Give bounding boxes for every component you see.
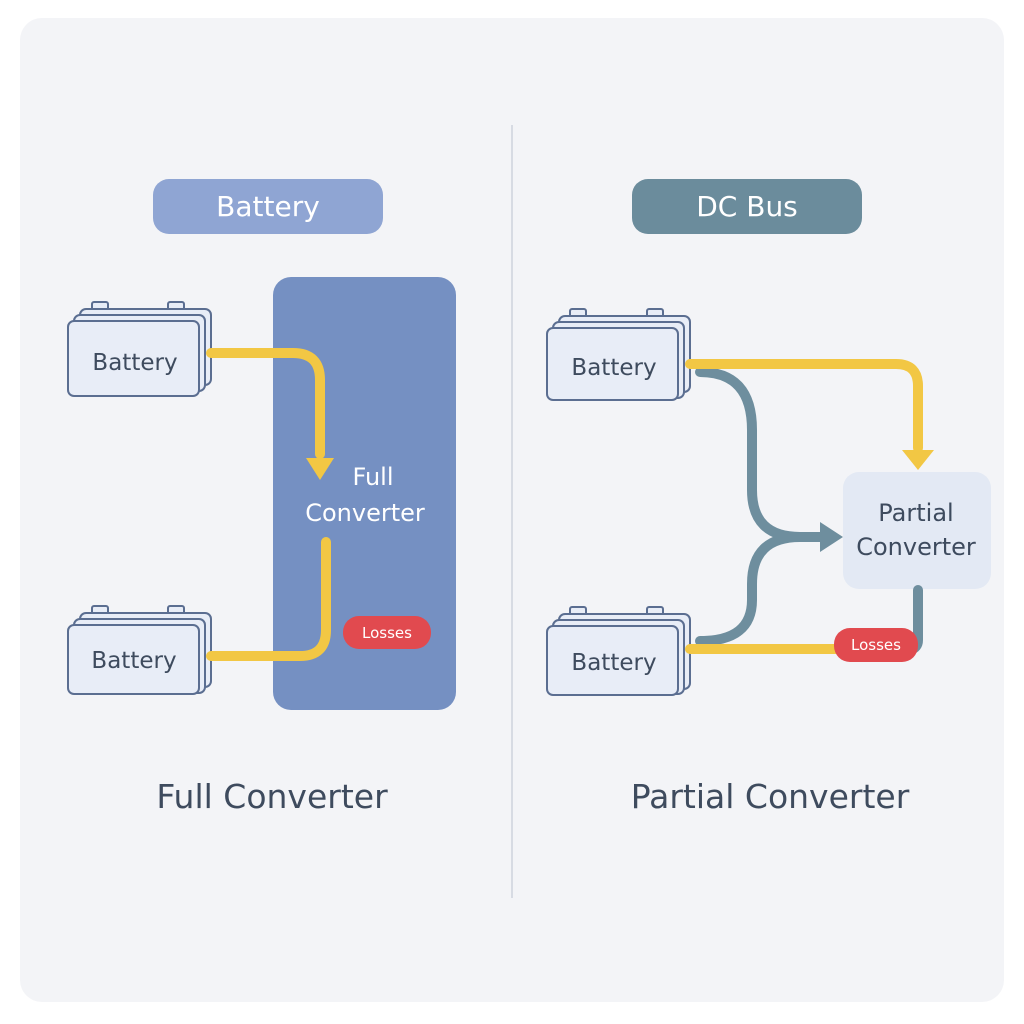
power-flow-arrowhead-left [306,458,334,480]
dc-bus-pill [632,179,862,234]
battery-bottom-label: Battery [91,648,176,674]
partial-converter-box [843,472,991,589]
battery-bottom-right: Battery [546,606,691,696]
battery-top-front-cell [67,320,200,397]
battery-top-left: Battery [67,301,212,397]
battery-top-right-label: Battery [571,355,656,381]
battery-bottom-right-label: Battery [571,650,656,676]
power-flow-top-left [206,348,325,459]
power-flow-arrowhead-right [902,450,934,470]
bypass-flow-bottom [695,532,805,646]
battery-top-label: Battery [92,350,177,376]
bypass-flow-arrowhead [820,522,843,552]
left-panel: Battery Battery Battery Full Converter [67,179,456,816]
full-converter-label-line2: Converter [305,499,425,527]
full-converter-label-line1: Full [352,463,393,491]
power-flow-bottom-left [206,537,331,661]
battery-top-right-front-cell [546,327,679,401]
battery-pill [153,179,383,234]
partial-converter-caption: Partial Converter [631,777,910,816]
battery-bottom-left: Battery [67,605,212,695]
losses-label-right: Losses [851,636,901,654]
dc-bus-pill-label: DC Bus [696,190,798,223]
battery-bottom-right-front-cell [546,625,679,696]
battery-pill-label: Battery [216,190,320,223]
partial-converter-label-line2: Converter [856,533,976,561]
losses-badge-right [834,628,918,662]
full-converter-caption: Full Converter [156,777,388,816]
right-panel: DC Bus Partial Converter Battery Battery [546,179,991,816]
battery-top-right: Battery [546,308,691,401]
losses-label-left: Losses [362,624,412,642]
power-flow-top-right [685,359,923,453]
losses-badge-left [343,616,431,649]
partial-converter-label-line1: Partial [878,499,953,527]
battery-bottom-front-cell [67,624,200,695]
